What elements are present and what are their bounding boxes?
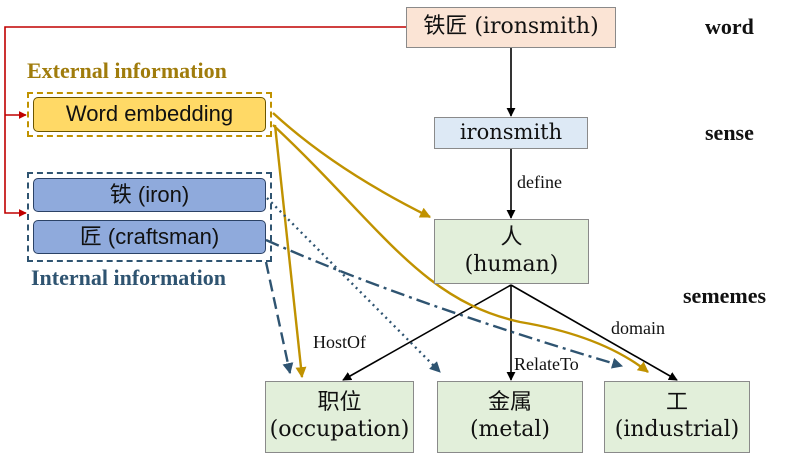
sememe-occupation: 职位 (occupation) [265, 381, 414, 453]
sememe-human-zh: 人 [500, 224, 523, 250]
sememe-industrial-zh: 工 [665, 390, 688, 416]
sememe-human: 人 (human) [434, 219, 589, 284]
external-info-frame [27, 92, 272, 137]
level-label-word: word [705, 14, 754, 39]
sememe-metal-en: (metal) [469, 417, 551, 442]
craftsman-to-occupation-arrow [264, 261, 294, 375]
embedding-to-human-arrow [272, 112, 431, 219]
sememe-metal-zh: 金属 [487, 390, 532, 416]
relation-relateto-label: RelateTo [514, 354, 579, 374]
embedding-to-occupation-arrow [273, 124, 307, 379]
embedding-to-industrial-arrow [272, 124, 649, 373]
human-to-industrial-edge [510, 284, 678, 381]
sememe-occupation-zh: 职位 [317, 390, 362, 416]
sememe-industrial-en: (industrial) [614, 417, 740, 442]
relation-define-label: define [517, 172, 562, 192]
sememe-industrial: 工 (industrial) [604, 381, 750, 453]
iron-to-metal-arrow [266, 197, 441, 373]
relation-hostof-label: HostOf [313, 332, 366, 352]
craftsman-char-box: 匠 (craftsman) [33, 220, 266, 254]
internal-info-frame [27, 172, 272, 262]
word-to-info-link [4, 26, 406, 217]
craftsman-to-industrial-arrow [265, 238, 624, 369]
external-info-label: External information [27, 58, 227, 83]
iron-char-box: 铁 (iron) [33, 178, 266, 212]
word-embedding-box: Word embedding [33, 97, 266, 132]
sememe-metal: 金属 (metal) [437, 381, 583, 453]
sense-node: ironsmith [434, 117, 588, 149]
level-label-sense: sense [705, 120, 754, 145]
sememe-human-en: (human) [464, 251, 559, 277]
word-node: 铁匠 (ironsmith) [406, 7, 616, 48]
sememe-occupation-en: (occupation) [269, 417, 410, 442]
internal-info-label: Internal information [31, 265, 226, 290]
relation-domain-label: domain [611, 318, 665, 338]
level-label-sememes: sememes [683, 283, 767, 308]
human-to-occupation-edge [342, 284, 512, 381]
